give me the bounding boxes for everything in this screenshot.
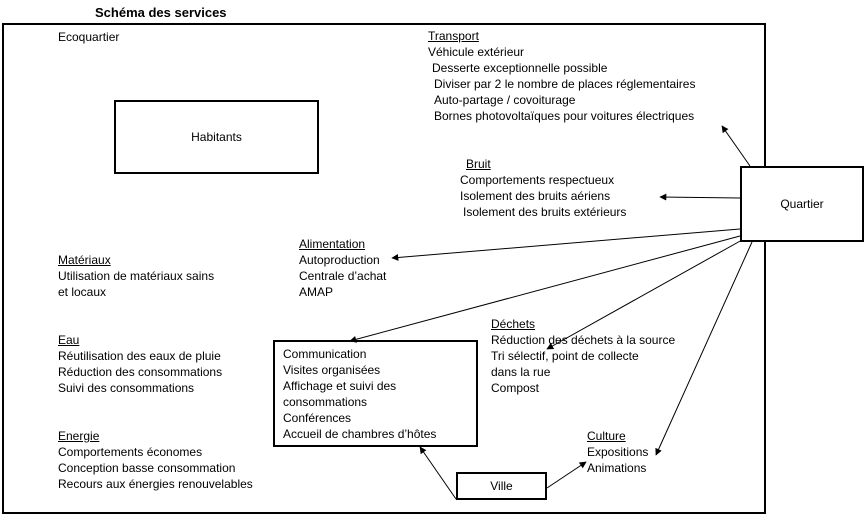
- alimentation-item: AMAP: [299, 285, 334, 299]
- energie-section: Energie Comportements économes Conceptio…: [58, 428, 253, 492]
- arrow-quartier-bruit: [659, 193, 741, 201]
- bruit-heading: Bruit: [466, 157, 491, 171]
- culture-item: Expositions: [587, 445, 649, 459]
- communication-list: Communication Visites organisées Afficha…: [283, 346, 436, 442]
- eau-heading: Eau: [58, 333, 80, 347]
- eau-item: Réduction des consommations: [58, 365, 223, 379]
- alimentation-item: Autoproduction: [299, 253, 380, 267]
- materiaux-item: Utilisation de matériaux sains: [58, 269, 215, 283]
- communication-box: [273, 340, 478, 447]
- culture-heading: Culture: [587, 429, 626, 443]
- communication-item: Visites organisées: [283, 363, 381, 377]
- dechets-item: Réduction des déchets à la source: [491, 333, 676, 347]
- materiaux-item: et locaux: [58, 285, 107, 299]
- alimentation-section: Alimentation Autoproduction Centrale d’a…: [299, 236, 386, 300]
- page-title: Schéma des services: [95, 5, 227, 20]
- bruit-section: Bruit Comportements respectueux Isolemen…: [460, 156, 626, 220]
- eau-item: Suivi des consommations: [58, 381, 195, 395]
- culture-section: Culture Expositions Animations: [587, 428, 648, 476]
- dechets-item: dans la rue: [491, 365, 551, 379]
- transport-item: Bornes photovoltaïques pour voitures éle…: [434, 109, 695, 123]
- habitants-box: Habitants: [114, 100, 319, 174]
- transport-item: Auto-partage / covoiturage: [434, 93, 576, 107]
- arrow-quartier-alimentation: [391, 228, 741, 261]
- transport-item: Desserte exceptionnelle possible: [432, 61, 608, 75]
- dechets-item: Tri sélectif, point de collecte: [491, 349, 639, 363]
- communication-item: Accueil de chambres d’hôtes: [283, 427, 437, 441]
- quartier-box: Quartier: [740, 166, 864, 242]
- communication-item: Affichage et suivi des: [283, 379, 397, 393]
- eau-item: Réutilisation des eaux de pluie: [58, 349, 221, 363]
- communication-item: Conférences: [283, 411, 352, 425]
- alimentation-item: Centrale d’achat: [299, 269, 387, 283]
- dechets-item: Compost: [491, 381, 540, 395]
- ville-box: Ville: [456, 472, 547, 500]
- transport-section: Transport Véhicule extérieur Desserte ex…: [428, 28, 695, 124]
- arrow-quartier-communication: [349, 235, 741, 343]
- arrow-ville-communication: [419, 446, 457, 500]
- arrow-quartier-dechets: [546, 239, 743, 350]
- quartier-label: Quartier: [780, 197, 824, 211]
- energie-item: Recours aux énergies renouvelables: [58, 477, 253, 491]
- transport-item: Véhicule extérieur: [428, 45, 525, 59]
- dechets-heading: Déchets: [491, 317, 536, 331]
- bruit-item: Isolement des bruits aériens: [460, 189, 611, 203]
- communication-item: Communication: [283, 347, 367, 361]
- transport-item: Diviser par 2 le nombre de places réglem…: [434, 77, 696, 91]
- culture-item: Animations: [587, 461, 647, 475]
- bruit-item: Comportements respectueux: [460, 173, 615, 187]
- communication-item: consommations: [283, 395, 368, 409]
- ecoquartier-frame: [2, 23, 766, 514]
- habitants-label: Habitants: [191, 130, 242, 144]
- materiaux-heading: Matériaux: [58, 253, 111, 267]
- dechets-section: Déchets Réduction des déchets à la sourc…: [491, 316, 675, 396]
- energie-item: Conception basse consommation: [58, 461, 236, 475]
- materiaux-section: Matériaux Utilisation de matériaux sains…: [58, 252, 214, 300]
- bruit-item: Isolement des bruits extérieurs: [463, 205, 627, 219]
- energie-item: Comportements économes: [58, 445, 203, 459]
- ecoquartier-label: Ecoquartier: [58, 30, 120, 44]
- eau-section: Eau Réutilisation des eaux de pluie Rédu…: [58, 332, 222, 396]
- arrow-quartier-transport: [721, 125, 751, 167]
- arrow-quartier-culture: [655, 241, 753, 456]
- transport-heading: Transport: [428, 29, 479, 43]
- ville-label: Ville: [490, 479, 513, 493]
- alimentation-heading: Alimentation: [299, 237, 366, 251]
- energie-heading: Energie: [58, 429, 100, 443]
- arrow-ville-culture: [546, 461, 587, 489]
